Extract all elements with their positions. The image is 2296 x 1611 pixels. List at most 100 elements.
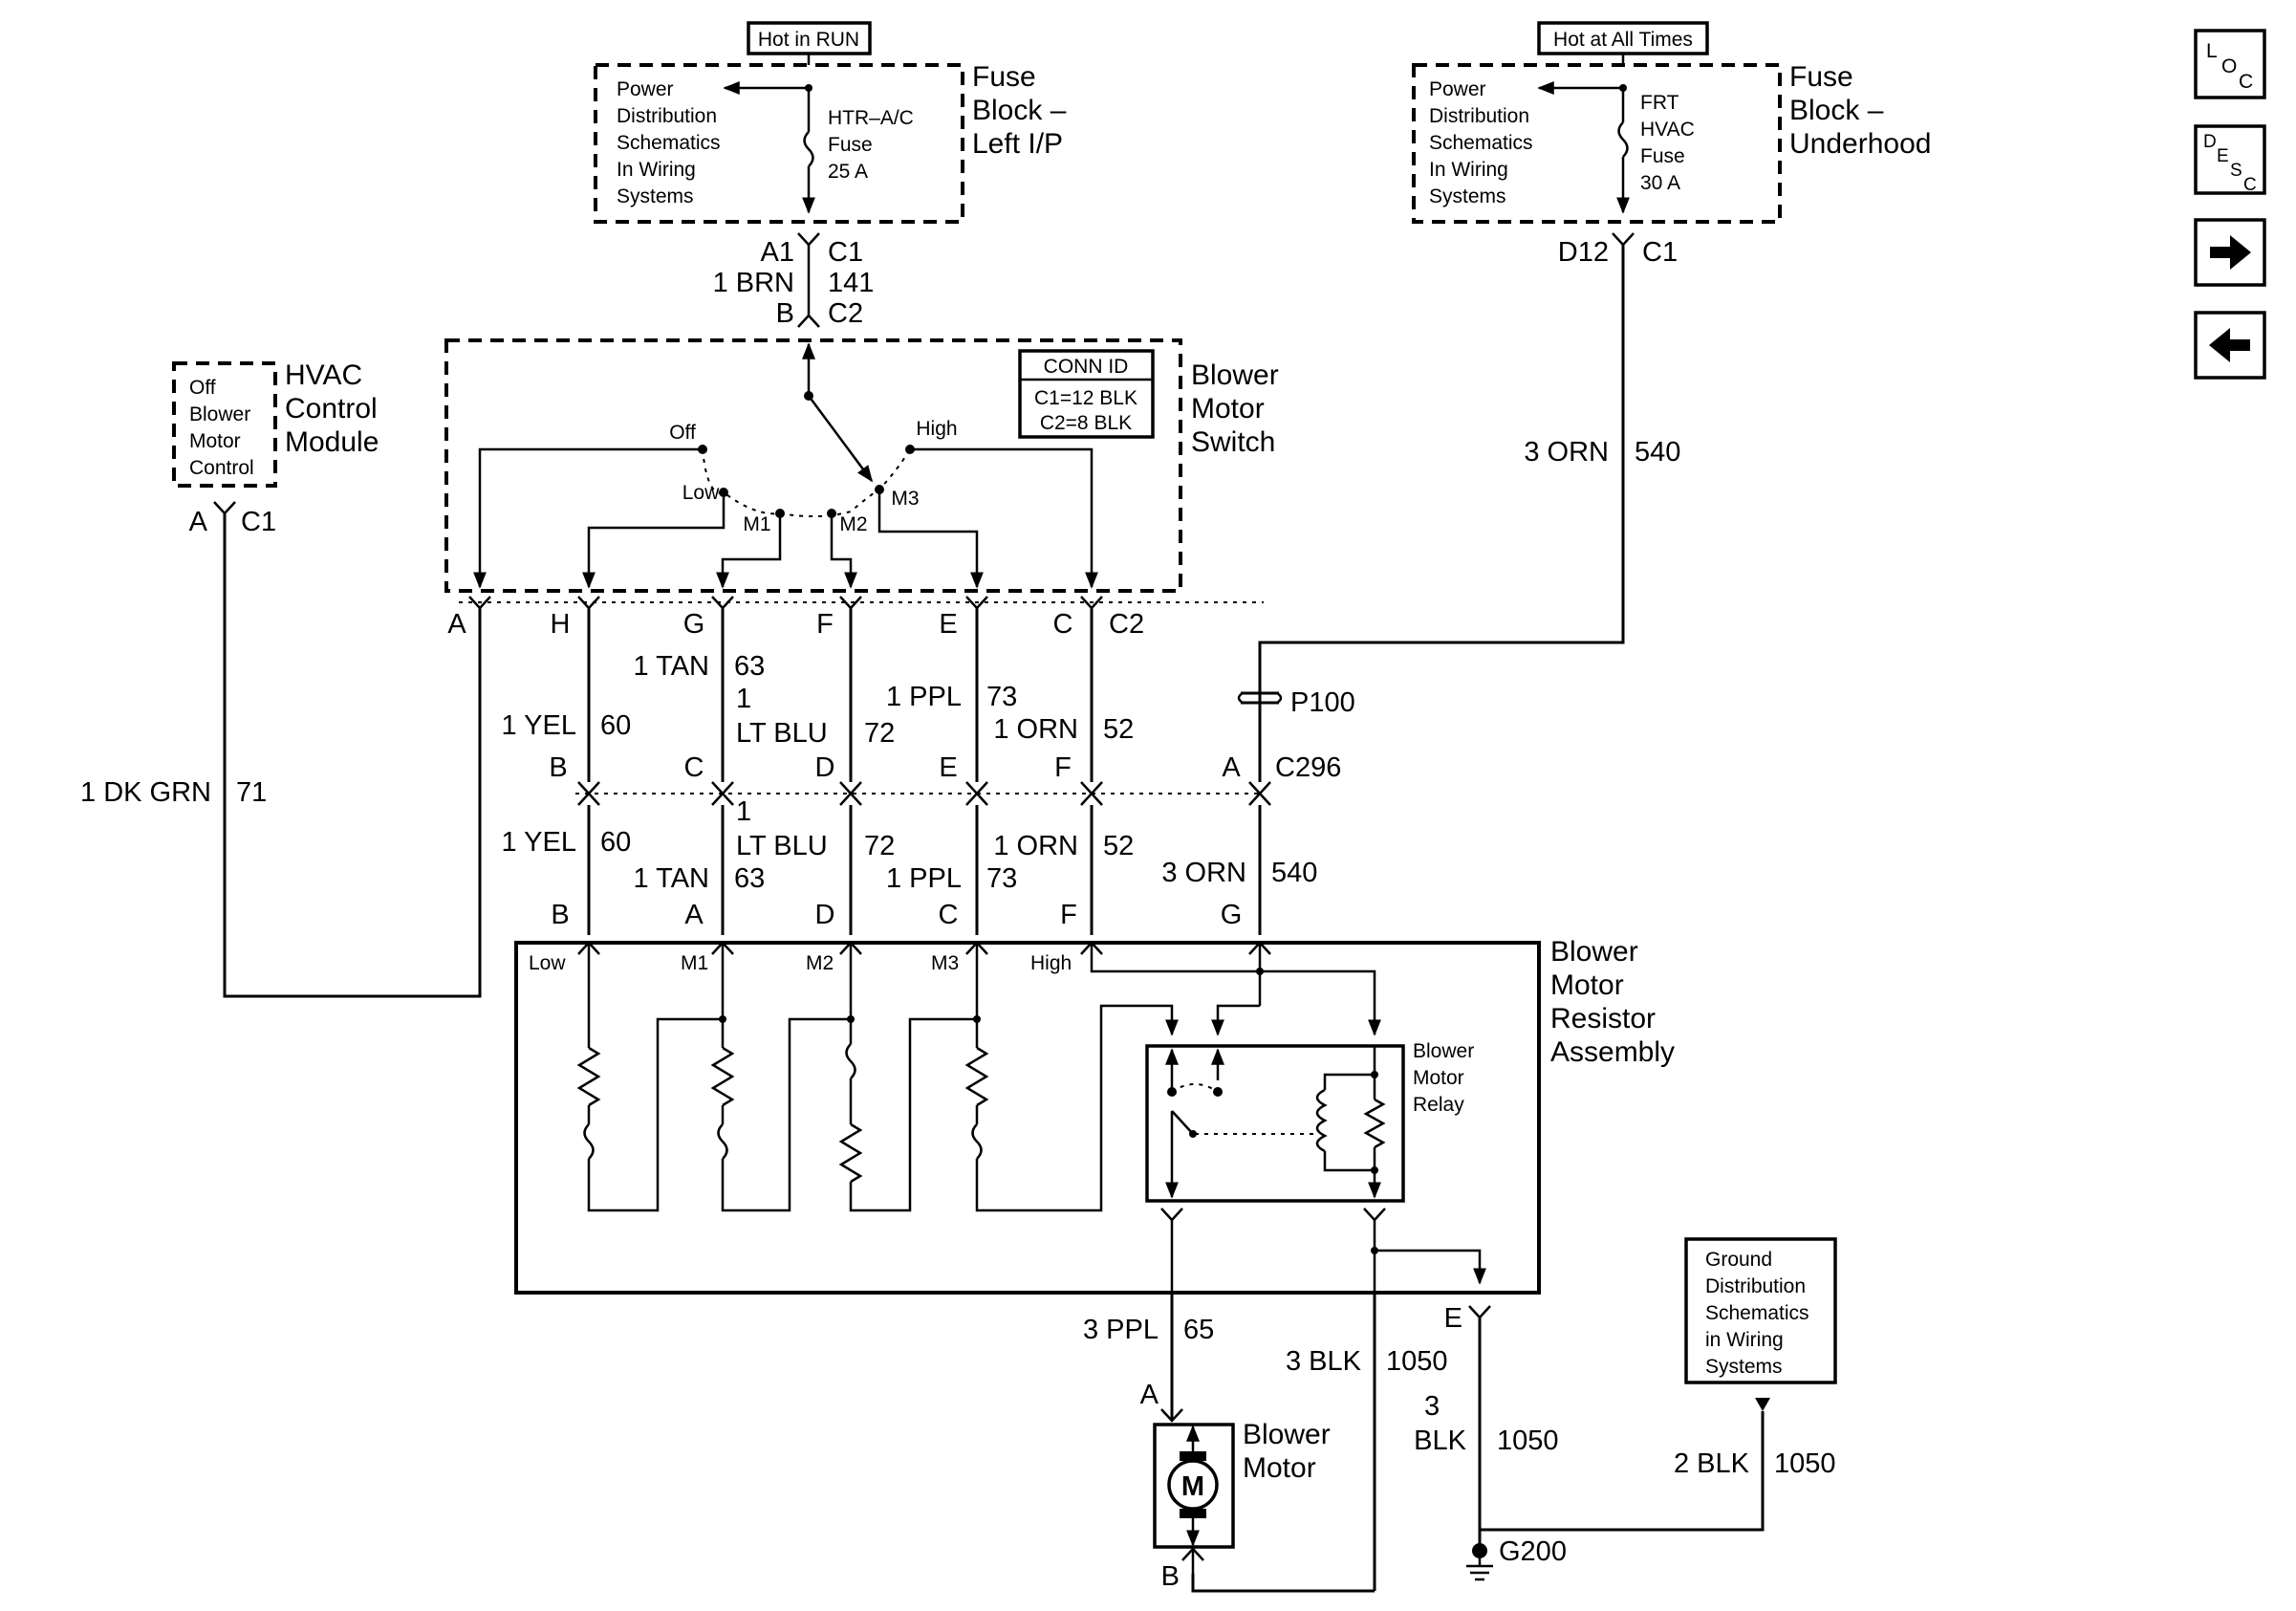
svg-text:Block –: Block – xyxy=(1789,95,1884,126)
blower-motor-switch-box xyxy=(444,338,1182,593)
lower-circuit-72: 72 xyxy=(864,831,895,861)
blower-motor-switch-label: Blower Motor Switch xyxy=(1191,359,1279,458)
svg-text:Switch: Switch xyxy=(1191,426,1275,458)
svg-text:FRT: FRT xyxy=(1640,92,1679,114)
desc-e: E xyxy=(2217,146,2229,166)
svg-text:Assembly: Assembly xyxy=(1550,1036,1675,1068)
svg-text:E: E xyxy=(939,752,957,783)
conn-c1-underhood: C1 xyxy=(1642,237,1678,268)
ref-circuit-1050: 1050 xyxy=(1774,1448,1836,1479)
svg-text:Schematics: Schematics xyxy=(1705,1302,1809,1324)
svg-text:Power: Power xyxy=(617,78,674,100)
ground-icon xyxy=(1466,1558,1493,1581)
svg-text:G: G xyxy=(683,609,705,640)
g200-label: G200 xyxy=(1499,1536,1567,1567)
loc-l: L xyxy=(2206,40,2218,62)
svg-text:In Wiring: In Wiring xyxy=(617,159,696,181)
svg-text:Fuse: Fuse xyxy=(1640,145,1685,167)
relay-output-chevrons xyxy=(1160,1208,1386,1222)
svg-text:Distribution: Distribution xyxy=(1705,1275,1806,1297)
fuse-icon-left xyxy=(803,131,814,167)
conn-id-title: CONN ID xyxy=(1044,356,1129,378)
hvac-pin-a: A xyxy=(189,507,208,537)
desc-button[interactable]: D E S C xyxy=(2194,124,2266,195)
svg-text:Distribution: Distribution xyxy=(1429,105,1529,127)
svg-text:B: B xyxy=(551,900,569,930)
prev-button[interactable] xyxy=(2194,311,2266,380)
e-wire-blk: BLK xyxy=(1414,1426,1466,1456)
lower-wire-1-yel: 1 YEL xyxy=(502,827,576,858)
lower-wire-lt-blu-2: LT BLU xyxy=(736,831,828,861)
blower-motor-box xyxy=(1153,1423,1235,1549)
svg-text:Off: Off xyxy=(189,377,216,399)
ground-distribution-box xyxy=(1684,1237,1837,1384)
circuit-71: 71 xyxy=(236,777,267,808)
svg-text:Motor: Motor xyxy=(189,430,241,452)
svg-text:Schematics: Schematics xyxy=(617,132,721,154)
lower-wire-lt-blu-1: 1 xyxy=(736,796,751,827)
svg-text:Fuse: Fuse xyxy=(1789,61,1853,93)
svg-text:C: C xyxy=(939,900,959,930)
lower-wire-runs xyxy=(587,805,1262,935)
hot-at-all-times-box xyxy=(1537,21,1709,55)
pos-high: High xyxy=(916,418,957,440)
lower-wire-1-orn: 1 ORN xyxy=(993,831,1078,861)
svg-text:Control: Control xyxy=(189,457,254,479)
blower-motor-relay-box xyxy=(1145,1044,1405,1203)
svg-text:Left I/P: Left I/P xyxy=(972,128,1063,160)
svg-text:M1: M1 xyxy=(681,952,708,974)
svg-text:A: A xyxy=(684,900,704,930)
svg-text:M2: M2 xyxy=(806,952,834,974)
htr-ac-fuse-label: HTR–A/C Fuse 25 A xyxy=(828,107,914,183)
upper-wire-1-ppl: 1 PPL xyxy=(886,682,962,712)
upper-wire-lt-blu-1: 1 xyxy=(736,684,751,714)
frt-hvac-fuse-label: FRT HVAC Fuse 30 A xyxy=(1640,92,1695,194)
wire-3-orn-feed: 3 ORN xyxy=(1524,437,1609,468)
fuse-block-left-label: Fuse Block – Left I/P xyxy=(972,61,1067,160)
svg-text:A: A xyxy=(447,609,466,640)
loc-button[interactable]: L O C xyxy=(2194,29,2266,99)
svg-text:Blower: Blower xyxy=(1413,1040,1474,1062)
svg-text:D: D xyxy=(815,752,835,783)
pos-low: Low xyxy=(682,482,720,504)
svg-text:Module: Module xyxy=(285,426,379,458)
hvac-control-module-label: HVAC Control Module xyxy=(285,359,379,458)
svg-text:Blower: Blower xyxy=(1550,936,1638,968)
loc-o: O xyxy=(2221,55,2237,77)
svg-text:Blower: Blower xyxy=(1191,359,1279,391)
svg-text:Motor: Motor xyxy=(1191,393,1265,425)
lower-wire-3-orn: 3 ORN xyxy=(1161,858,1246,888)
conn-id-c1: C1=12 BLK xyxy=(1034,387,1137,409)
svg-text:Systems: Systems xyxy=(1705,1356,1783,1378)
c296-label: C296 xyxy=(1275,752,1341,783)
desc-d: D xyxy=(2203,132,2217,152)
circuit-540-feed: 540 xyxy=(1635,437,1680,468)
loc-c: C xyxy=(2239,71,2253,93)
pin-b-switch: B xyxy=(776,298,794,329)
motor-feed-wire: 3 PPL xyxy=(1083,1315,1159,1345)
motor-return-circuit: 1050 xyxy=(1386,1346,1448,1377)
blower-motor-label: Blower Motor xyxy=(1243,1419,1331,1484)
next-button[interactable] xyxy=(2194,218,2266,287)
svg-text:H: H xyxy=(551,609,571,640)
c296-upper-pins: B C D E F A xyxy=(549,752,1241,783)
svg-text:Distribution: Distribution xyxy=(617,105,717,127)
pin-e: E xyxy=(1444,1303,1462,1334)
svg-text:25 A: 25 A xyxy=(828,161,868,183)
pin-a1: A1 xyxy=(761,237,794,268)
resistor-tap-labels: Low M1 M2 M3 High xyxy=(529,952,1072,974)
svg-text:Power: Power xyxy=(1429,78,1486,100)
svg-text:Low: Low xyxy=(529,952,566,974)
svg-text:G: G xyxy=(1221,900,1243,930)
motor-pin-b: B xyxy=(1161,1561,1180,1592)
arrow-left-icon xyxy=(2209,328,2250,362)
svg-text:Motor: Motor xyxy=(1550,969,1624,1001)
upper-wire-lt-blu-2: LT BLU xyxy=(736,718,828,749)
svg-text:F: F xyxy=(816,609,834,640)
svg-text:HTR–A/C: HTR–A/C xyxy=(828,107,914,129)
svg-text:Ground: Ground xyxy=(1705,1249,1772,1271)
lower-circuit-52: 52 xyxy=(1103,831,1134,861)
svg-text:Blower: Blower xyxy=(1243,1419,1331,1450)
pos-m2: M2 xyxy=(839,513,867,535)
upper-circuit-63: 63 xyxy=(734,651,765,682)
